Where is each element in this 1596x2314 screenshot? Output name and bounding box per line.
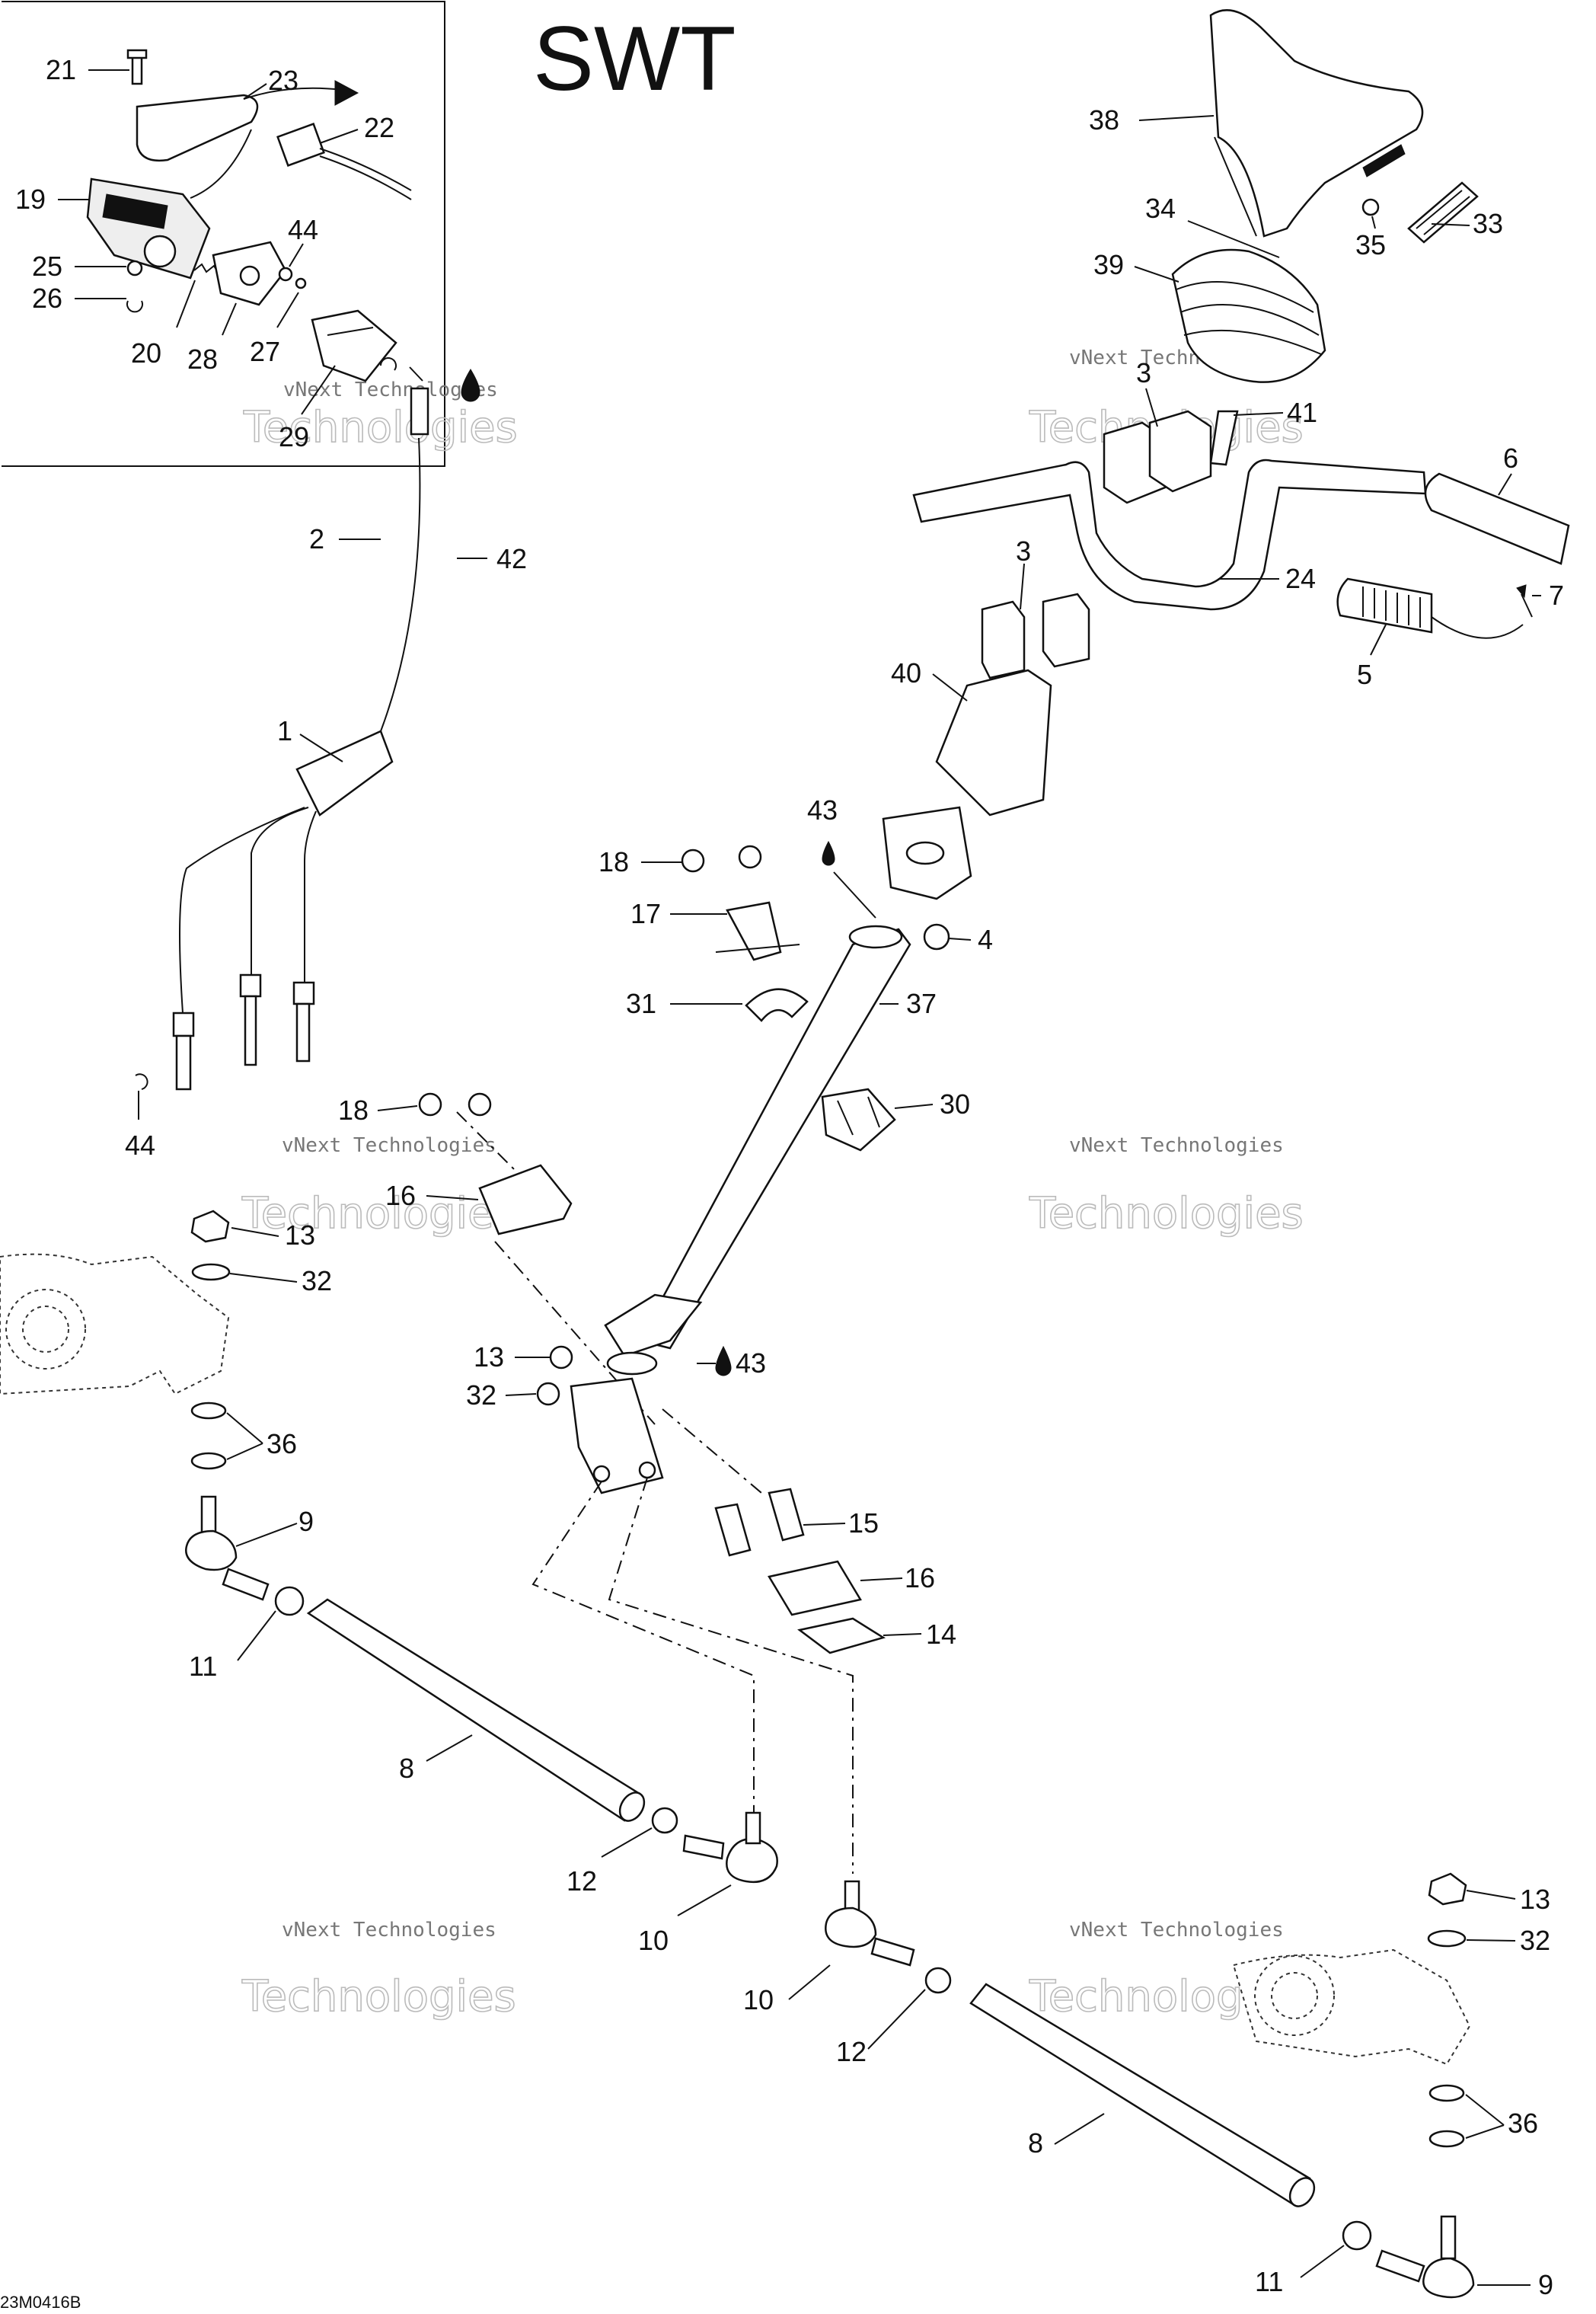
callout-32: 32 <box>302 1265 332 1296</box>
watermark-line1: vNext Technologies <box>1069 1919 1284 1942</box>
callout-23: 23 <box>268 65 298 96</box>
callout-11: 11 <box>189 1651 217 1682</box>
callout-44: 44 <box>288 214 318 245</box>
watermark-line1: vNext Technologies <box>1069 1134 1284 1157</box>
callout-20: 20 <box>131 337 161 369</box>
callout-35: 35 <box>1355 229 1386 260</box>
callout-labels: 21 23 22 19 44 25 26 20 28 27 29 38 34 3… <box>15 54 1564 2300</box>
watermark-line2: Technologies <box>241 1189 516 1239</box>
callout-26: 26 <box>32 283 62 314</box>
callout-22: 22 <box>364 112 394 143</box>
callout-42: 42 <box>496 543 527 574</box>
callout-6: 6 <box>1503 443 1518 474</box>
callout-33: 33 <box>1473 208 1503 239</box>
callout-29: 29 <box>279 421 309 452</box>
callout-36: 36 <box>267 1428 297 1459</box>
watermark-line2: Technologies <box>241 1972 516 2022</box>
callout-2: 2 <box>309 523 324 555</box>
callout-12: 12 <box>567 1865 597 1897</box>
watermarks: vNext Technologies Technologies vNext Te… <box>241 347 1304 2022</box>
callout-4: 4 <box>978 924 993 955</box>
callout-15: 15 <box>848 1507 879 1539</box>
callout-37: 37 <box>906 988 937 1019</box>
callout-36: 36 <box>1508 2108 1538 2139</box>
callout-8: 8 <box>399 1753 414 1784</box>
callout-32: 32 <box>1520 1925 1550 1956</box>
callout-12: 12 <box>836 2036 867 2067</box>
inset-parts <box>86 49 412 382</box>
callout-1: 1 <box>277 715 292 746</box>
callout-16: 16 <box>905 1562 935 1593</box>
callout-9: 9 <box>1538 2269 1553 2300</box>
callout-39: 39 <box>1093 249 1124 280</box>
callout-31: 31 <box>626 988 656 1019</box>
callout-21: 21 <box>46 54 76 85</box>
callout-17: 17 <box>630 898 661 929</box>
watermark-line2: Technologies <box>1029 1189 1304 1239</box>
callout-41: 41 <box>1287 397 1317 428</box>
diagram-title: SWT <box>533 8 736 110</box>
callout-43: 43 <box>736 1347 766 1379</box>
cable-harness <box>135 357 429 1091</box>
watermark-line2: Technologies <box>243 403 518 452</box>
lower-linkage <box>0 1092 1475 2299</box>
callout-43: 43 <box>807 794 838 826</box>
callout-14: 14 <box>926 1619 956 1650</box>
callout-44: 44 <box>125 1130 155 1161</box>
callout-16: 16 <box>385 1180 416 1211</box>
drawing-code: 23M0416B <box>0 2293 81 2312</box>
inset-frame <box>2 1 445 467</box>
callout-10: 10 <box>638 1925 669 1956</box>
callout-13: 13 <box>1520 1884 1550 1915</box>
callout-40: 40 <box>891 657 921 689</box>
handlebar-parts <box>461 9 1570 1376</box>
watermark-line1: vNext Technologies <box>282 1134 496 1157</box>
callout-25: 25 <box>32 251 62 282</box>
callout-19: 19 <box>15 184 46 215</box>
callout-8: 8 <box>1028 2127 1043 2159</box>
callout-7: 7 <box>1549 580 1564 611</box>
callout-38: 38 <box>1089 104 1119 136</box>
callout-3: 3 <box>1136 357 1151 388</box>
callout-24: 24 <box>1285 563 1316 594</box>
callout-30: 30 <box>940 1088 970 1120</box>
callout-3: 3 <box>1016 535 1031 567</box>
callout-32: 32 <box>466 1379 496 1411</box>
callout-34: 34 <box>1145 193 1176 224</box>
callout-18: 18 <box>598 846 629 877</box>
leader-lines <box>58 69 1541 2286</box>
callout-28: 28 <box>187 344 218 375</box>
callout-27: 27 <box>250 336 280 367</box>
callout-18: 18 <box>338 1095 369 1126</box>
callout-13: 13 <box>474 1341 504 1373</box>
callout-13: 13 <box>285 1219 315 1251</box>
callout-10: 10 <box>743 1984 774 2015</box>
callout-11: 11 <box>1255 2266 1283 2297</box>
callout-5: 5 <box>1357 659 1372 690</box>
watermark-line1: vNext Technologies <box>282 1919 496 1942</box>
callout-9: 9 <box>298 1506 314 1537</box>
